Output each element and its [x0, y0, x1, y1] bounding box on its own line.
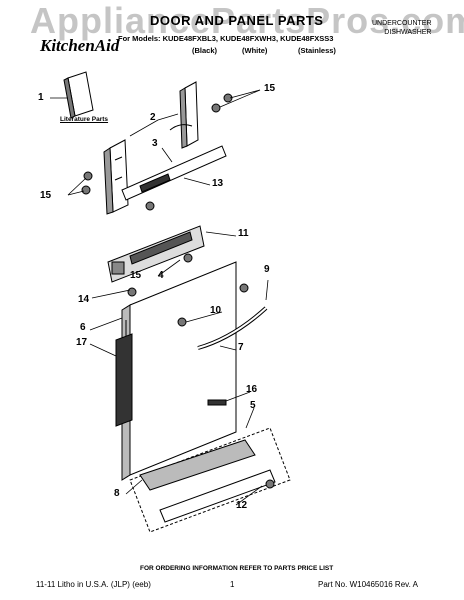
callout-5: 5: [250, 400, 256, 411]
callout-9: 9: [264, 264, 270, 275]
callout-7: 7: [238, 342, 244, 353]
callout-15-mid: 15: [130, 270, 142, 281]
literature-parts-label: Literature Parts: [60, 116, 109, 123]
door-handle: [197, 306, 268, 350]
callout-8: 8: [114, 488, 120, 499]
left-hinge-bracket: [103, 139, 129, 215]
variant-black: (Black): [192, 46, 218, 55]
callout-4: 4: [158, 270, 164, 281]
callout-15-top: 15: [264, 83, 276, 94]
control-assembly: [107, 225, 205, 283]
callout-16: 16: [246, 384, 258, 395]
literature-booklet: [63, 71, 94, 119]
callout-14: 14: [78, 294, 90, 305]
right-hinge-bracket: [169, 81, 199, 149]
category-line-1: UNDERCOUNTER: [372, 20, 432, 27]
screw-set: [81, 93, 275, 489]
litho-info: 11-11 Litho in U.S.A. (JLP) (eeb): [36, 580, 151, 589]
callout-10: 10: [210, 305, 222, 316]
callout-3: 3: [152, 138, 158, 149]
leader-lines: [50, 89, 269, 506]
part-number: Part No. W10465016 Rev. A: [318, 580, 418, 589]
callout-12: 12: [236, 500, 248, 511]
watermark: AppliancePartsPros.com: [30, 0, 464, 41]
callout-2: 2: [150, 112, 156, 123]
callout-17: 17: [76, 337, 88, 348]
variant-white: (White): [242, 46, 268, 55]
page-title: DOOR AND PANEL PARTS: [150, 13, 324, 28]
door-panel: [121, 261, 237, 481]
model-list: For Models: KUDE48FXBL3, KUDE48FXWH3, KU…: [118, 34, 334, 43]
callout-11: 11: [238, 228, 249, 239]
callout-13: 13: [212, 178, 224, 189]
callout-1: 1: [38, 92, 44, 103]
door-insulation: [115, 333, 133, 427]
toe-panel-kit: [129, 427, 291, 533]
product-category: UNDERCOUNTER DISHWASHER: [372, 19, 432, 37]
console-panel-trim: [121, 145, 227, 201]
category-line-2: DISHWASHER: [384, 29, 432, 36]
page-number: 1: [230, 580, 235, 589]
callout-6: 6: [80, 322, 86, 333]
callout-15-left: 15: [40, 190, 52, 201]
brand-logo: KitchenAid: [40, 36, 120, 55]
ordering-note: FOR ORDERING INFORMATION REFER TO PARTS …: [140, 565, 334, 572]
nameplate-badge: [207, 399, 227, 406]
variant-stainless: (Stainless): [298, 46, 336, 55]
